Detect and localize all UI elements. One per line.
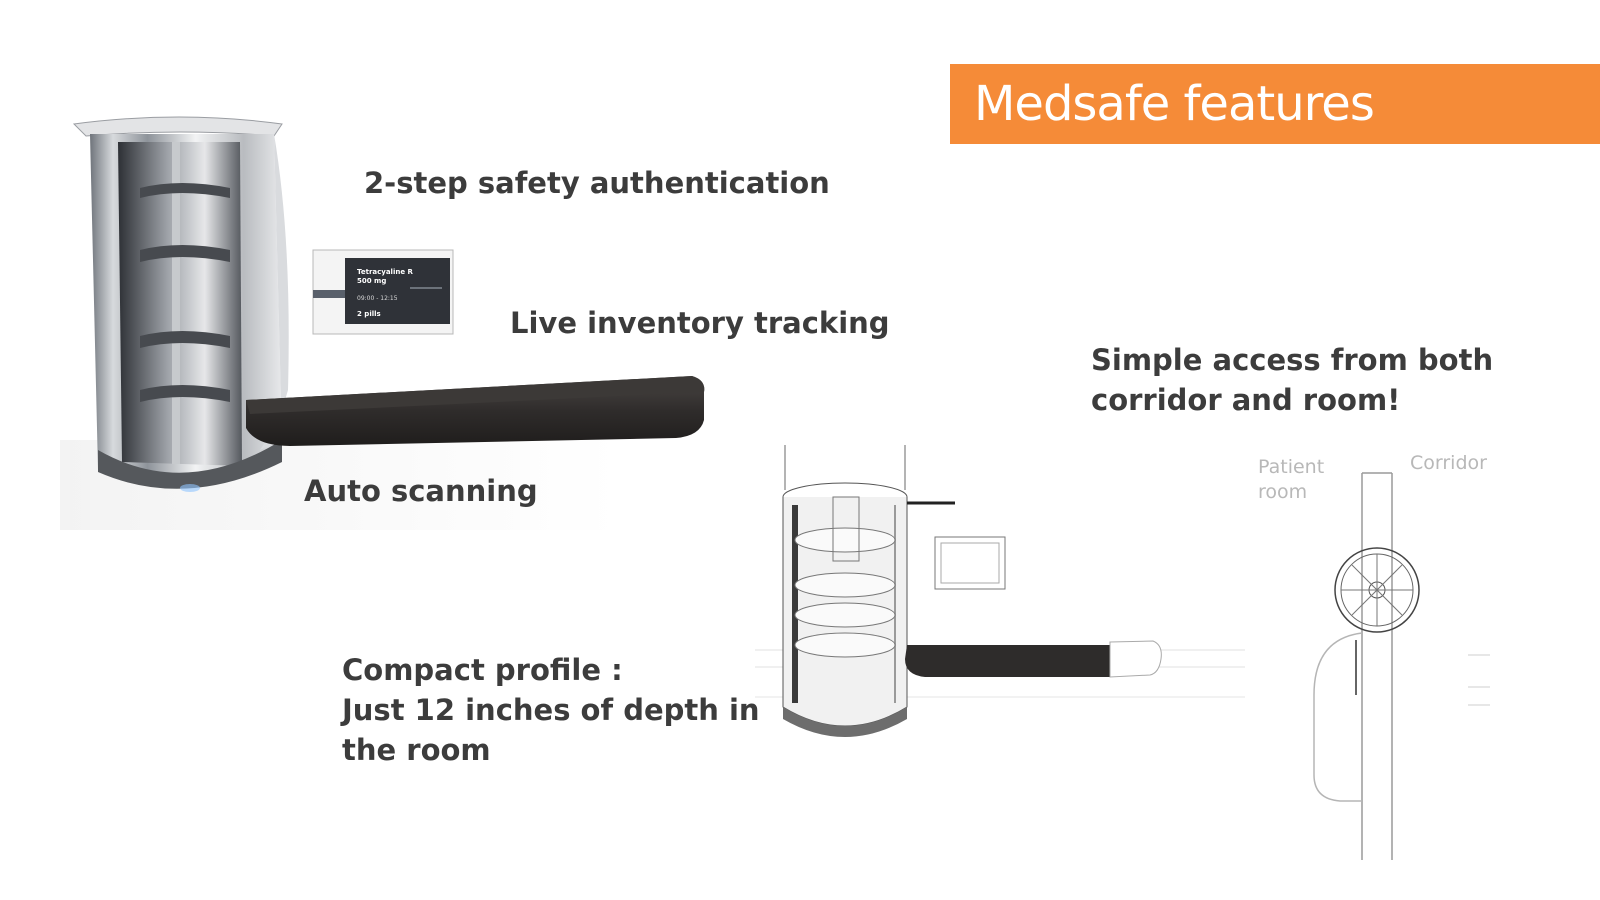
- feature-compact-line1: Compact profile :: [342, 653, 623, 687]
- feature-inventory: Live inventory tracking: [510, 306, 890, 340]
- feature-compact-line2: Just 12 inches of depth in: [342, 693, 760, 727]
- feature-scanning: Auto scanning: [304, 474, 538, 508]
- slide-title: Medsafe features: [974, 76, 1375, 132]
- floor-plan-sketch: Patient room Corridor: [1240, 452, 1530, 860]
- medsafe-wireframe-render: [755, 445, 1245, 737]
- title-banner: Medsafe features: [950, 64, 1600, 144]
- feature-compact: Compact profile : Just 12 inches of dept…: [342, 650, 760, 770]
- plan-label-patient-line1: Patient: [1258, 456, 1325, 478]
- floor-plan-drawing: [1313, 472, 1490, 860]
- plan-label-patient-line2: room: [1258, 481, 1308, 503]
- feature-access-line2: corridor and room!: [1091, 383, 1401, 417]
- screen-dose: 500 mg: [357, 277, 386, 285]
- plan-label-patient-room: Patient room: [1258, 455, 1324, 505]
- plan-label-corridor: Corridor: [1410, 452, 1487, 474]
- feature-authentication: 2-step safety authentication: [364, 166, 830, 200]
- feature-access: Simple access from both corridor and roo…: [1091, 340, 1493, 420]
- screen-drug-name: Tetracyaline R: [357, 268, 414, 276]
- screen-pills: 2 pills: [357, 310, 381, 318]
- feature-compact-line3: the room: [342, 733, 491, 767]
- medsafe-cabinet-render: Tetracyaline R 500 mg 09:00 - 12:15 2 pi…: [60, 116, 705, 530]
- feature-access-line1: Simple access from both: [1091, 343, 1494, 377]
- screen-time: 09:00 - 12:15: [357, 295, 398, 302]
- inventory-screen: Tetracyaline R 500 mg 09:00 - 12:15 2 pi…: [312, 249, 454, 335]
